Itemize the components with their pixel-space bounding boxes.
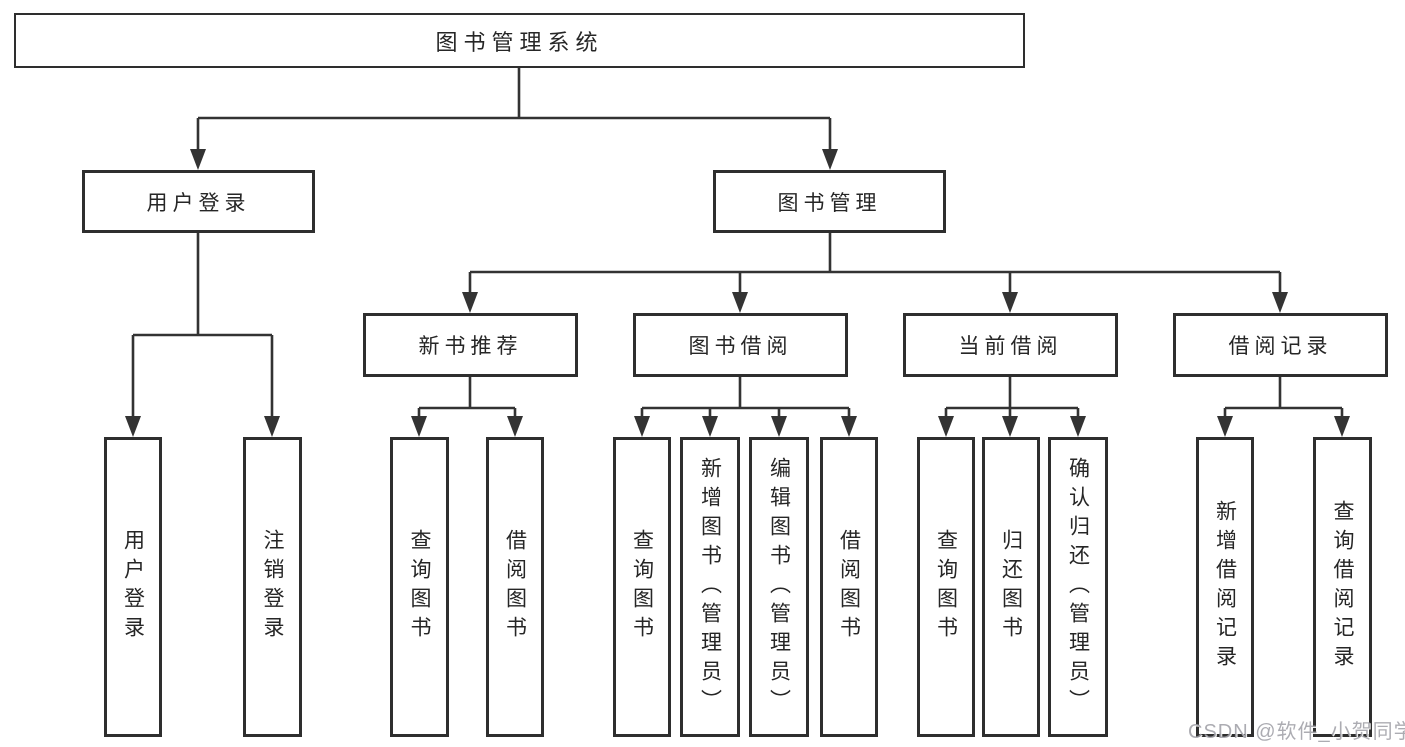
- leaf-query-books-borrowing: 查询图书: [613, 437, 671, 737]
- csdn-watermark: CSDN @软件_小贺同学: [1188, 721, 1405, 743]
- node-book-borrowing: 图书借阅: [633, 313, 848, 377]
- node-user-login: 用户登录: [82, 170, 315, 233]
- leaf-query-books-current: 查询图书: [917, 437, 975, 737]
- leaf-borrow-books-recommend: 借阅图书: [486, 437, 544, 737]
- leaf-add-borrow-record: 新增借阅记录: [1196, 437, 1254, 737]
- node-book-management: 图书管理: [713, 170, 946, 233]
- leaf-borrow-books-borrowing: 借阅图书: [820, 437, 878, 737]
- node-borrowing-records: 借阅记录: [1173, 313, 1388, 377]
- leaf-query-books-recommend: 查询图书: [390, 437, 449, 737]
- arrowheads: [125, 149, 1350, 437]
- leaf-return-books: 归还图书: [982, 437, 1040, 737]
- leaf-confirm-return-admin: 确认归还（管理员）: [1048, 437, 1108, 737]
- node-library-management-system: 图书管理系统: [14, 13, 1025, 68]
- leaf-edit-book-admin: 编辑图书（管理员）: [749, 437, 809, 737]
- node-new-book-recommendation: 新书推荐: [363, 313, 578, 377]
- leaf-logout: 注销登录: [243, 437, 302, 737]
- leaf-add-book-admin: 新增图书（管理员）: [680, 437, 740, 737]
- leaf-user-login: 用户登录: [104, 437, 162, 737]
- node-current-borrowing: 当前借阅: [903, 313, 1118, 377]
- leaf-query-borrow-record: 查询借阅记录: [1313, 437, 1372, 737]
